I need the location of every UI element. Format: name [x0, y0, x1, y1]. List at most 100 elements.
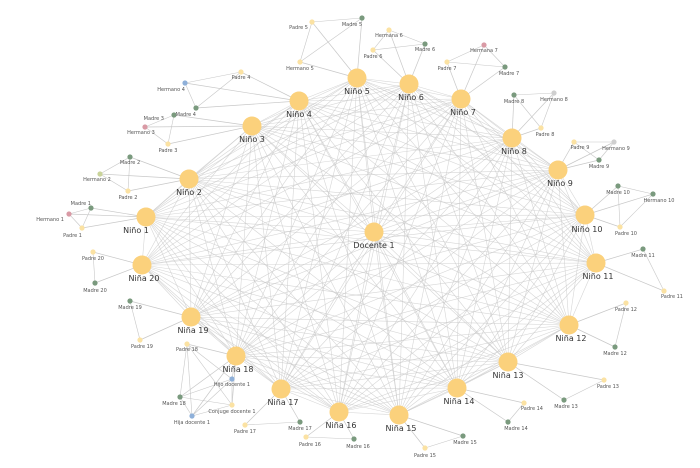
- relative-node[interactable]: Padre 18: [176, 341, 198, 353]
- relative-node[interactable]: Hermano 9: [602, 139, 630, 152]
- relative-node[interactable]: Padre 5: [289, 19, 315, 31]
- child-node[interactable]: Niño 3: [239, 116, 265, 145]
- child-node[interactable]: Niña 13: [493, 352, 524, 381]
- relative-node-label: Hermana 6: [375, 33, 403, 39]
- relative-node-dot: [90, 249, 96, 255]
- relative-node[interactable]: Madre 12: [603, 344, 627, 357]
- relative-node[interactable]: Madre 10: [606, 183, 630, 196]
- relative-node[interactable]: Madre 13: [554, 397, 578, 410]
- relative-node[interactable]: Padre 10: [615, 224, 637, 237]
- relative-node[interactable]: Madre 19: [118, 298, 142, 311]
- relative-node[interactable]: Padre 16: [299, 434, 321, 448]
- relative-node-label: Padre 17: [234, 429, 256, 435]
- relative-node[interactable]: Madre 4: [176, 105, 199, 118]
- relative-node-label: Madre 9: [589, 164, 609, 170]
- relative-node[interactable]: Madre 9: [589, 157, 609, 170]
- edge-n7-n10: [460, 98, 586, 216]
- relative-node[interactable]: Padre 8: [536, 125, 555, 138]
- node-circle: [289, 91, 309, 111]
- child-node[interactable]: Niño 7: [450, 89, 476, 118]
- relative-node[interactable]: Hermano 4: [157, 80, 188, 93]
- relative-node[interactable]: Padre 1: [63, 225, 85, 239]
- relative-node[interactable]: Padre 14: [521, 400, 543, 412]
- relative-node[interactable]: Padre 2: [119, 188, 138, 201]
- relative-node[interactable]: Padre 11: [661, 288, 683, 300]
- child-node[interactable]: Niño 9: [547, 160, 573, 189]
- relative-node-dot: [165, 141, 171, 147]
- relative-node-label: Hermano 1: [36, 217, 64, 223]
- child-node[interactable]: Niño 5: [344, 68, 370, 97]
- edge-n11-n13: [507, 262, 597, 363]
- relative-node-dot: [92, 280, 98, 286]
- relative-node[interactable]: Padre 12: [615, 300, 637, 313]
- relative-node[interactable]: Padre 6: [364, 47, 383, 60]
- edge-n8-n11: [511, 137, 597, 264]
- relative-node[interactable]: Madre 14: [504, 419, 528, 432]
- relative-node-dot: [242, 422, 248, 428]
- edge-n1-n9: [145, 169, 559, 218]
- relative-node-label: Padre 18: [176, 347, 198, 353]
- child-node[interactable]: Niño 1: [123, 207, 156, 236]
- family-edge: [81, 207, 92, 229]
- child-node[interactable]: Niño 11: [583, 253, 614, 282]
- relative-node[interactable]: Hermana 7: [470, 42, 498, 54]
- relative-node[interactable]: Hermano 5: [286, 59, 314, 72]
- relative-node[interactable]: Hermana 6: [375, 27, 403, 39]
- relative-node[interactable]: Conjuge docente 1: [208, 402, 256, 415]
- edge-n5-n9: [356, 77, 559, 171]
- relative-node[interactable]: Hermano 8: [540, 90, 568, 103]
- relative-node[interactable]: Hermano 1: [36, 211, 72, 223]
- teacher-node[interactable]: Docente 1: [353, 222, 395, 251]
- relative-node[interactable]: Madre 1: [71, 201, 94, 211]
- edge-n5-n17: [280, 77, 358, 390]
- relative-node[interactable]: Madre 16: [346, 436, 370, 450]
- child-node[interactable]: Niña 16: [326, 402, 357, 431]
- child-node[interactable]: Niño 8: [501, 128, 527, 157]
- relative-node[interactable]: Madre 20: [83, 280, 107, 294]
- relative-node[interactable]: Padre 4: [232, 69, 251, 81]
- child-node[interactable]: Niña 14: [444, 378, 475, 407]
- child-node[interactable]: Niño 2: [176, 169, 202, 198]
- relative-node[interactable]: Padre 19: [131, 337, 153, 350]
- relative-node[interactable]: Madre 5: [342, 15, 365, 28]
- relative-node[interactable]: Hija docente 1: [174, 413, 210, 426]
- family-edge: [595, 262, 665, 292]
- relative-node[interactable]: Padre 20: [82, 249, 104, 262]
- relative-node[interactable]: Hermano 10: [644, 191, 675, 204]
- relative-node[interactable]: Madre 2: [120, 154, 140, 166]
- relative-node[interactable]: Madre 7: [499, 64, 519, 77]
- child-node[interactable]: Niña 17: [268, 379, 299, 408]
- family-edge: [195, 71, 242, 109]
- relative-node-dot: [97, 171, 103, 177]
- relative-node[interactable]: Padre 13: [597, 377, 619, 390]
- relative-node-label: Padre 15: [414, 453, 436, 459]
- child-node[interactable]: Niña 20: [129, 255, 160, 284]
- child-node[interactable]: Niña 19: [178, 307, 209, 336]
- child-node[interactable]: Niño 10: [572, 205, 603, 235]
- node-label: Niño 11: [583, 272, 614, 281]
- child-node[interactable]: Niño 6: [398, 74, 424, 103]
- child-node[interactable]: Niña 18: [223, 346, 254, 375]
- relative-node[interactable]: Hermano 3: [127, 124, 155, 136]
- child-node[interactable]: Niña 12: [556, 315, 587, 344]
- relative-node[interactable]: Madre 15: [453, 433, 477, 446]
- relative-node[interactable]: Madre 11: [631, 246, 655, 259]
- relative-node[interactable]: Madre 18: [162, 394, 186, 407]
- relative-node[interactable]: Hijo docente 1: [214, 376, 250, 388]
- child-node[interactable]: Niña 15: [386, 405, 417, 434]
- edge-n2-n17: [188, 178, 282, 390]
- relative-node[interactable]: Padre 7: [438, 59, 457, 72]
- relative-node-dot: [422, 41, 428, 47]
- relative-node-dot: [551, 90, 557, 96]
- relative-node[interactable]: Madre 6: [415, 41, 435, 53]
- relative-node[interactable]: Madre 3: [144, 112, 177, 122]
- family-edge: [129, 300, 192, 318]
- child-node[interactable]: Niño 4: [286, 91, 312, 120]
- relative-node[interactable]: Madre 17: [288, 419, 312, 432]
- relative-node[interactable]: Padre 3: [159, 141, 178, 154]
- relative-node[interactable]: Madre 8: [504, 92, 524, 105]
- relative-node[interactable]: Padre 9: [571, 139, 590, 151]
- relative-node[interactable]: Padre 15: [414, 445, 436, 459]
- relative-node[interactable]: Padre 17: [234, 422, 256, 435]
- relative-node[interactable]: Hermano 2: [83, 171, 111, 183]
